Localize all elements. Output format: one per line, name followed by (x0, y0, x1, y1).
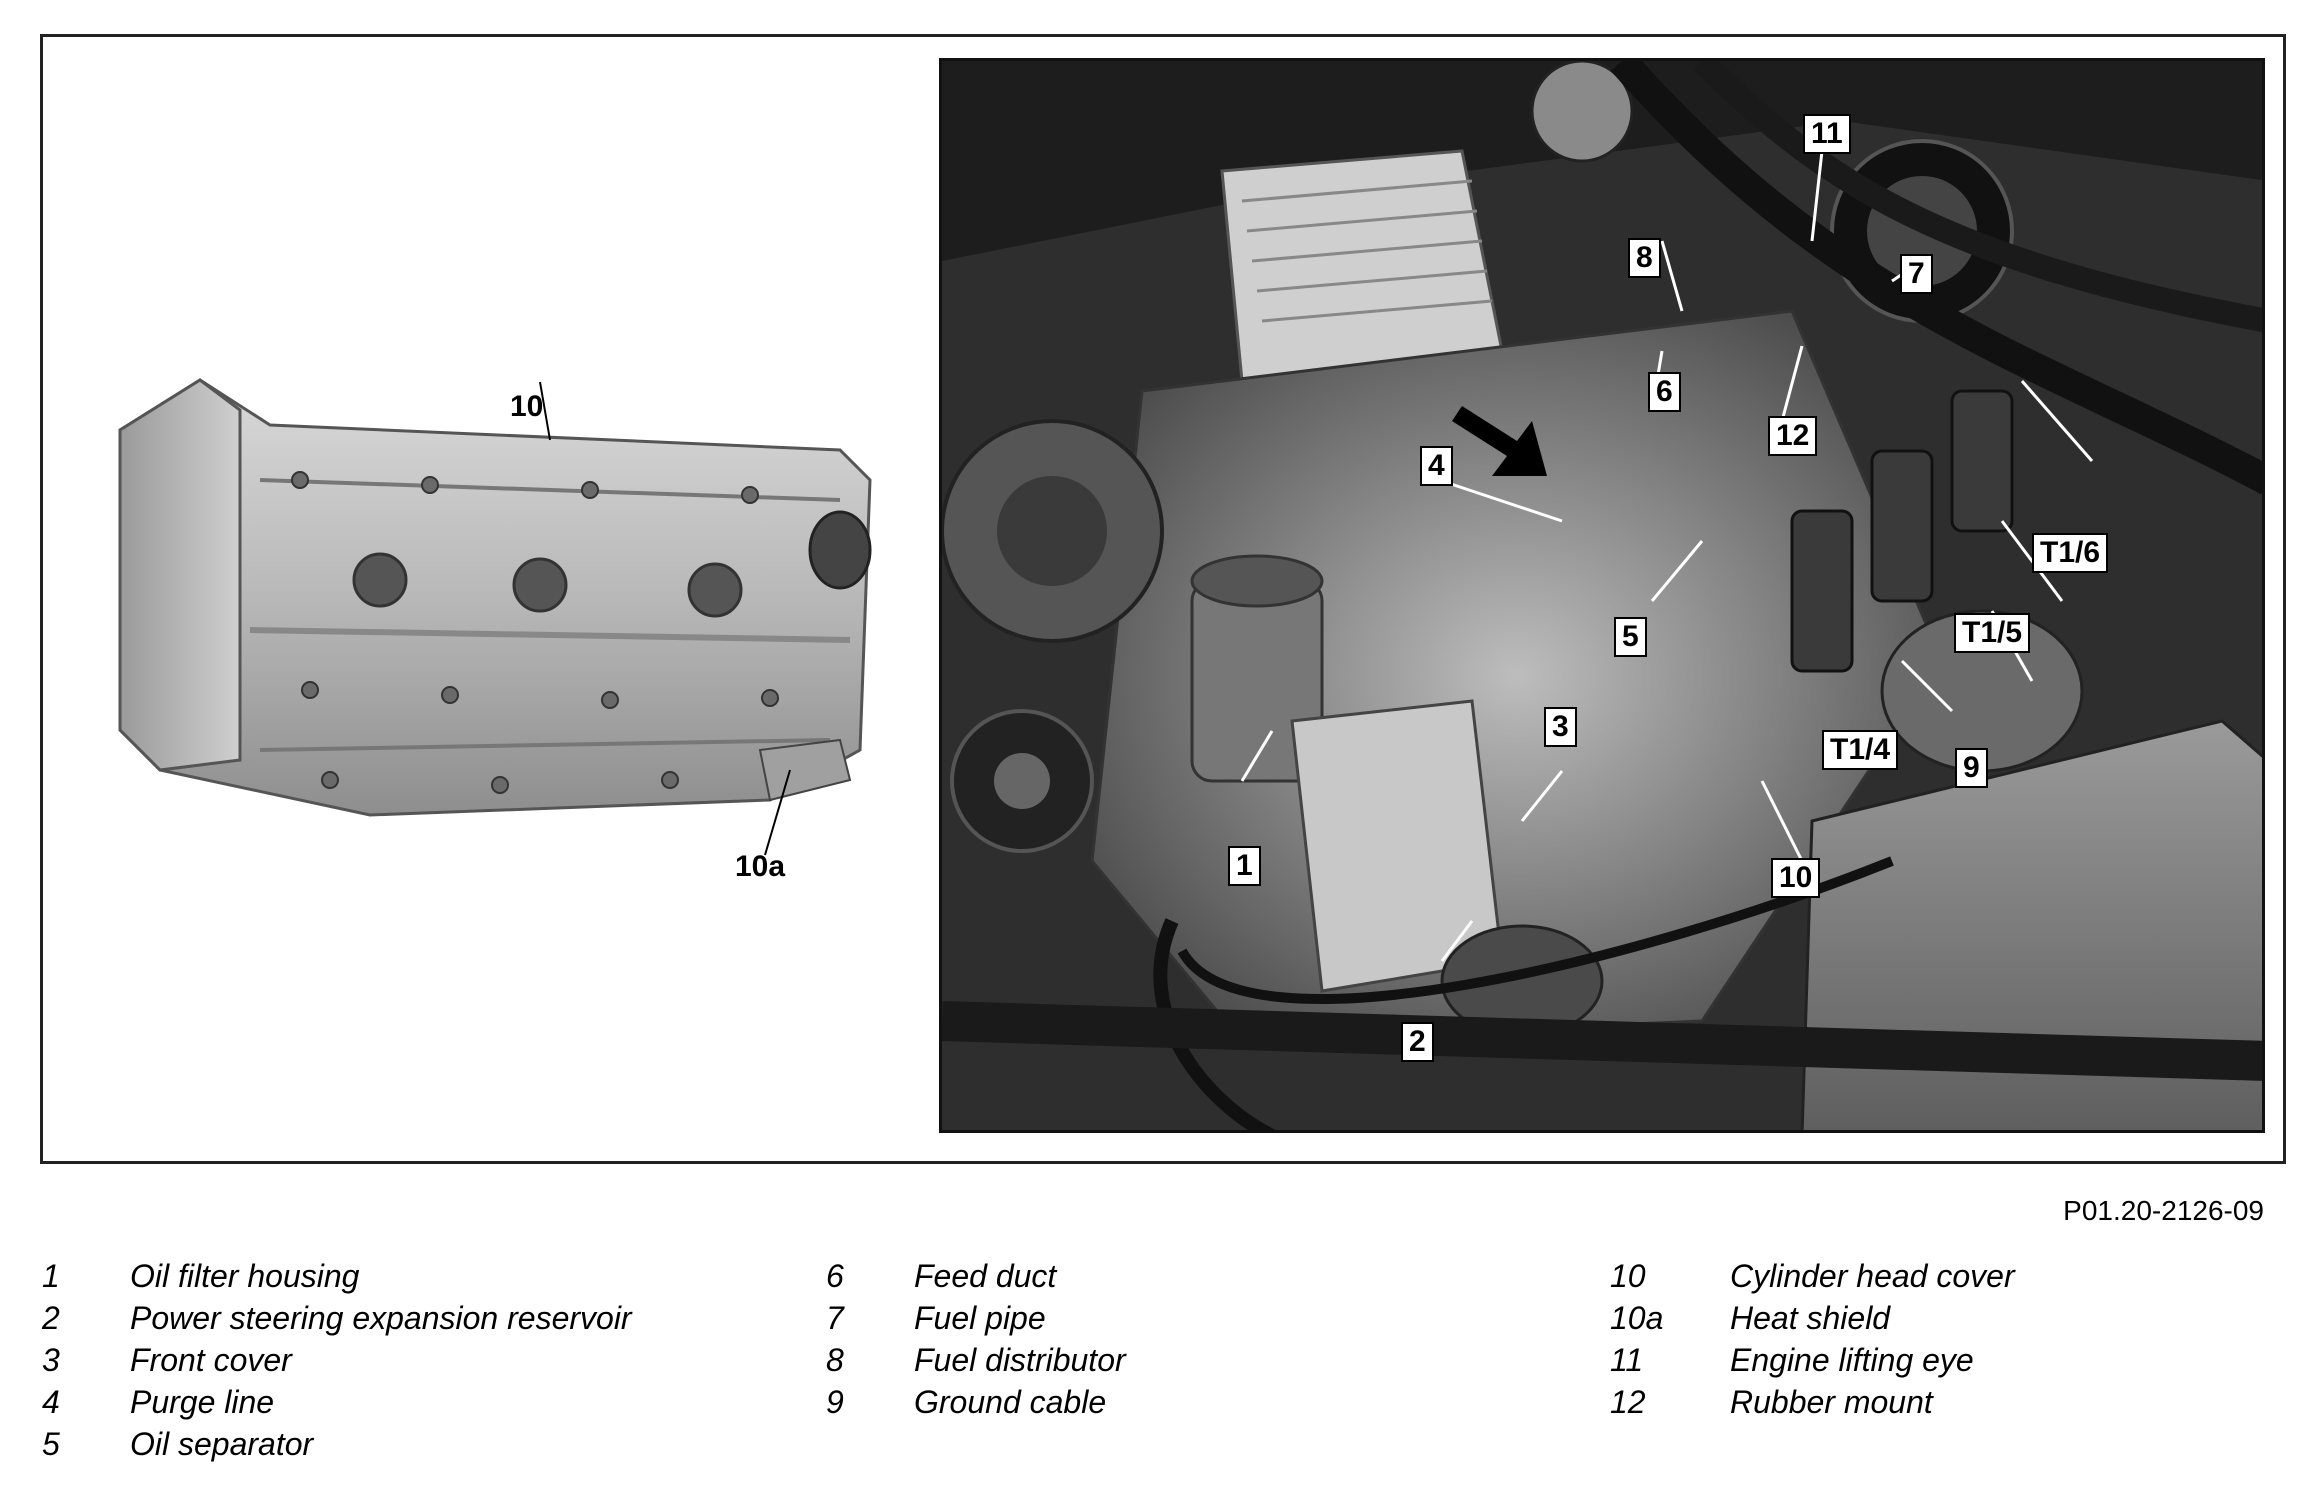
legend-number: 1 (42, 1257, 60, 1294)
callout-1: 1 (1228, 846, 1261, 886)
callout-5: 5 (1614, 617, 1647, 657)
callout-4: 4 (1420, 446, 1453, 486)
legend-item: 1 Oil filter housing (42, 1255, 632, 1297)
legend-item: 10 Cylinder head cover (1610, 1255, 2015, 1297)
legend-number: 6 (826, 1257, 844, 1294)
legend-label: Oil separator (130, 1425, 314, 1462)
callout-10a: 10a (735, 850, 786, 883)
legend-label: Cylinder head cover (1730, 1257, 2015, 1294)
legend-label: Purge line (130, 1383, 275, 1420)
legend-column-3: 10 Cylinder head cover 10a Heat shield 11 E… (1610, 1255, 2015, 1423)
legend-number: 4 (42, 1383, 60, 1420)
legend-number: 12 (1610, 1383, 1646, 1420)
engine-bay-photo (939, 58, 2265, 1133)
callout-t1-6: T1/6 (2032, 533, 2109, 573)
legend-item: 8 Fuel distributor (826, 1339, 1126, 1381)
legend-column-1: 1 Oil filter housing 2 Power steering expa… (42, 1255, 632, 1465)
callout-10-photo: 10 (1771, 858, 1821, 898)
callout-t1-5: T1/5 (1954, 613, 2031, 653)
legend-item: 3 Front cover (42, 1339, 632, 1381)
legend-item: 10a Heat shield (1610, 1297, 2015, 1339)
legend-number: 11 (1610, 1341, 1644, 1378)
legend-item: 7 Fuel pipe (826, 1297, 1126, 1339)
legend-item: 5 Oil separator (42, 1423, 632, 1465)
legend-number: 8 (826, 1341, 844, 1378)
legend-label: Fuel distributor (914, 1341, 1126, 1378)
legend: 1 Oil filter housing 2 Power steering expa… (0, 1255, 2324, 1475)
legend-item: 4 Purge line (42, 1381, 632, 1423)
callout-6: 6 (1648, 372, 1681, 412)
callout-2: 2 (1401, 1022, 1434, 1062)
legend-label: Oil filter housing (130, 1257, 360, 1294)
callout-7: 7 (1900, 254, 1933, 294)
callout-9: 9 (1955, 748, 1988, 788)
callout-t1-4: T1/4 (1822, 730, 1899, 770)
callout-3: 3 (1544, 707, 1577, 747)
legend-label: Fuel pipe (914, 1299, 1046, 1336)
legend-number: 5 (42, 1425, 60, 1462)
legend-number: 7 (826, 1299, 844, 1336)
cylinder-head-cover-illustration (70, 330, 910, 890)
legend-number: 10a (1610, 1299, 1664, 1336)
legend-number: 2 (42, 1299, 60, 1336)
legend-label: Power steering expansion reservoir (130, 1299, 632, 1336)
legend-label: Front cover (130, 1341, 292, 1378)
legend-item: 6 Feed duct (826, 1255, 1126, 1297)
figure-reference: P01.20-2126-09 (2063, 1195, 2264, 1226)
legend-number: 9 (826, 1383, 844, 1420)
legend-item: 2 Power steering expansion reservoir (42, 1297, 632, 1339)
legend-item: 11 Engine lifting eye (1610, 1339, 2015, 1381)
callout-8: 8 (1628, 238, 1661, 278)
legend-item: 12 Rubber mount (1610, 1381, 2015, 1423)
callout-10: 10 (510, 390, 544, 423)
callout-11: 11 (1803, 114, 1851, 154)
legend-number: 3 (42, 1341, 60, 1378)
legend-label: Rubber mount (1730, 1383, 1933, 1420)
legend-label: Feed duct (914, 1257, 1057, 1294)
legend-label: Heat shield (1730, 1299, 1891, 1336)
legend-label: Engine lifting eye (1730, 1341, 1974, 1378)
legend-label: Ground cable (914, 1383, 1107, 1420)
legend-item: 9 Ground cable (826, 1381, 1126, 1423)
legend-number: 10 (1610, 1257, 1646, 1294)
callout-12: 12 (1768, 416, 1818, 456)
